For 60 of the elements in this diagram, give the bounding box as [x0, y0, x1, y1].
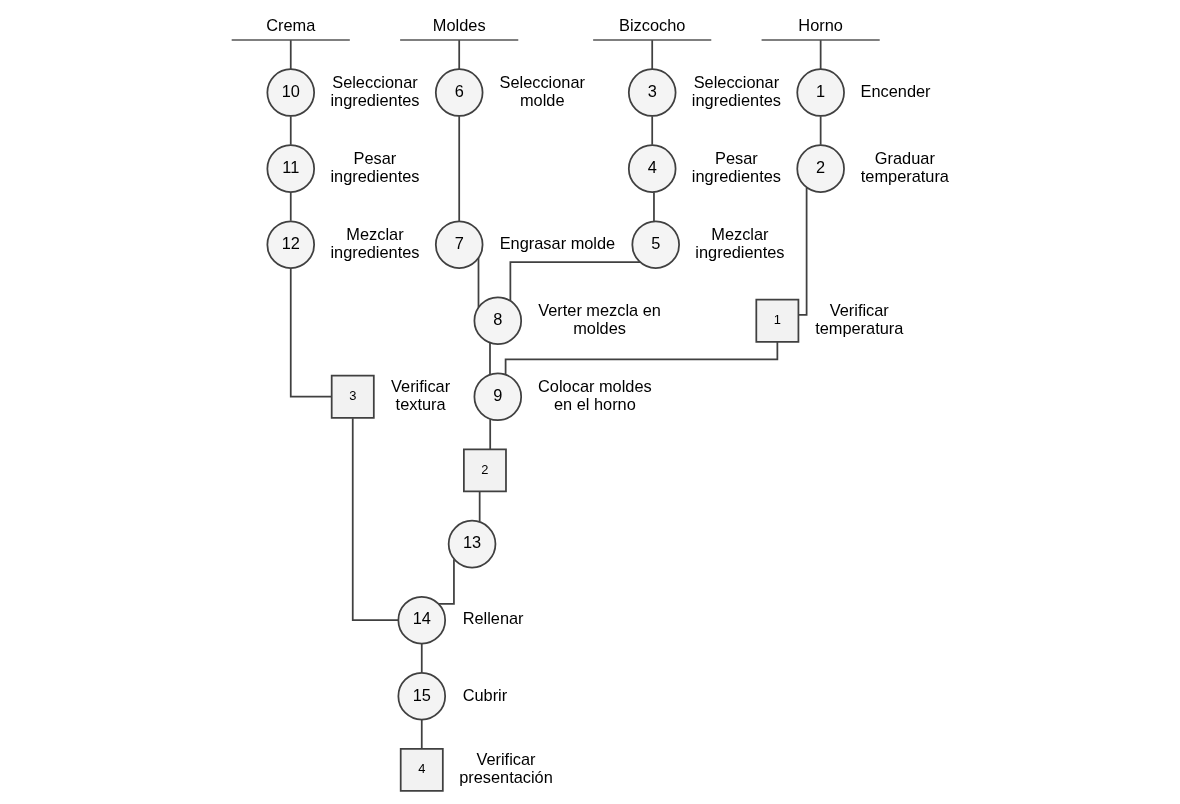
connector — [477, 257, 479, 308]
connector — [650, 115, 653, 146]
node-circle: 1 — [795, 68, 845, 117]
connector — [420, 642, 423, 674]
connector — [457, 115, 460, 222]
node-label: Colocar moldes en el horno — [537, 377, 652, 413]
node-label: Verificar temperatura — [814, 301, 903, 337]
connector — [819, 39, 822, 70]
node-label: Pesar ingredientes — [329, 149, 420, 185]
node-box: 1 — [754, 298, 799, 343]
node-label: Pesar ingredientes — [691, 149, 781, 185]
node-label: Seleccionar molde — [499, 73, 585, 109]
node-label: Cubrir — [462, 685, 507, 704]
connector — [457, 39, 460, 70]
node-label: Verificar presentación — [458, 750, 553, 786]
node-circle: 11 — [266, 144, 315, 193]
node-text: Horno — [797, 15, 843, 34]
node-box: 4 — [399, 747, 444, 792]
connector — [420, 719, 423, 750]
node-text: Bizcocho — [618, 15, 685, 34]
node-circle: 10 — [266, 68, 315, 117]
connector — [478, 490, 481, 523]
node-label: Rellenar — [462, 609, 524, 628]
node-label: Verter mezcla en moldes — [537, 301, 661, 337]
node-text: Crema — [265, 15, 315, 34]
connector — [351, 417, 399, 622]
node-text: Moldes — [432, 15, 486, 34]
node-label: Verificar textura — [390, 377, 450, 413]
node-label: Engrasar molde — [499, 234, 615, 252]
node-circle: 13 — [447, 519, 496, 569]
connector — [488, 342, 491, 376]
node-label: Seleccionar ingredientes — [329, 73, 420, 109]
connector — [509, 261, 641, 302]
connector — [488, 418, 491, 450]
node-circle: 6 — [434, 68, 483, 117]
node-label: Mezclar ingredientes — [694, 225, 785, 261]
node-box: 2 — [462, 448, 507, 493]
node-circle: 9 — [473, 372, 522, 421]
node-circle: 4 — [627, 144, 676, 193]
connector — [289, 115, 292, 146]
node-label: Seleccionar ingredientes — [691, 73, 781, 109]
node-circle: 5 — [630, 220, 680, 269]
connector — [797, 186, 807, 316]
connector — [289, 191, 292, 222]
node-box: 3 — [330, 374, 375, 419]
node-circle: 2 — [795, 144, 845, 193]
node-label: Graduar temperatura — [860, 149, 949, 185]
node-circle: 12 — [266, 220, 315, 269]
node-circle: 14 — [397, 595, 446, 645]
node-circle: 8 — [473, 296, 522, 345]
node-label: Mezclar ingredientes — [329, 225, 420, 261]
node-circle: 15 — [397, 671, 446, 721]
node-circle: 7 — [434, 220, 483, 269]
connector — [652, 191, 655, 223]
node-label: Encender — [860, 81, 931, 100]
node-circle: 3 — [627, 68, 676, 117]
connector — [289, 267, 332, 398]
connector — [819, 115, 822, 146]
connector — [650, 39, 653, 70]
connector — [289, 39, 292, 70]
